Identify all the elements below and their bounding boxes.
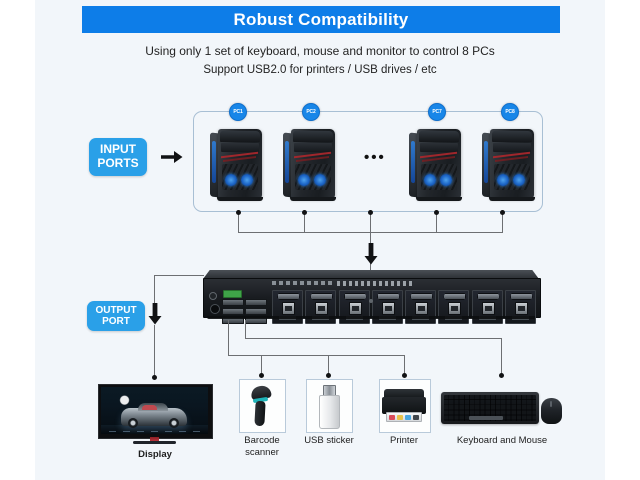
arrow-down-to-kvm-icon [364,243,378,265]
output-port-label: OUTPUT PORT [87,301,145,331]
pc-drop-node-5 [500,210,505,215]
keyboard-icon [441,392,539,424]
usb-sticker-device [319,385,340,429]
printer-label: Printer [390,435,418,446]
usb-b-port-icon [481,302,495,315]
kvm-silkscreen-label [337,281,415,286]
display-label: Display [138,449,172,460]
pc-badge-1: PC1 [229,103,247,121]
pc-drop-line-5 [502,212,503,232]
output-port-line-2: PORT [102,316,130,327]
header-banner: Robust Compatibility [82,6,560,33]
printer-drop-line [404,355,405,375]
usb-line-b-horiz [245,338,501,339]
arrow-down-to-display-icon [148,303,162,325]
printer-node [402,373,407,378]
hdmi-port-icon [310,293,334,300]
monitor-line-bottom [154,325,155,377]
hdmi-port-icon [443,293,467,300]
arrow-right-icon [161,150,183,164]
hdmi-port-icon [410,293,434,300]
usb-b-port-icon [381,302,395,315]
page-title: Robust Compatibility [233,10,409,29]
pc-badge-7: PC7 [428,103,446,121]
usb-sticker-node [326,373,331,378]
pc-tower-2 [283,127,337,201]
barcode-scanner-node [259,373,264,378]
usb-bus-line [228,355,405,356]
printer-device [382,389,426,423]
subtitle-line-2: Support USB2.0 for printers / USB drives… [203,64,437,76]
kvm-terminal-block [223,290,242,298]
input-ports-label: INPUT PORTS [89,138,147,176]
output-port-line-1: OUTPUT [95,304,137,316]
hdmi-port-icon [343,293,367,300]
kvm-left-panel [209,290,267,324]
pc-drop-line-4 [436,212,437,232]
input-ports-line-1: INPUT [100,142,136,157]
hdmi-port-icon [476,293,500,300]
usb-b-port-icon [348,302,362,315]
hdmi-port-icon [376,293,400,300]
usb-b-port-icon [315,302,329,315]
kvm-switch-device [203,270,541,324]
usb-sticker-label: USB sticker [304,435,354,446]
usb-line-b-vert [245,320,246,338]
hdmi-port-icon [277,293,300,300]
keyboard-mouse-drop-line [501,338,502,375]
barcode-scanner-device [250,384,272,427]
pc-drop-node-2 [302,210,307,215]
pc-drop-line-3 [370,212,371,232]
kvm-power-jack [210,304,220,314]
keyboard-and-mouse-device [441,392,563,424]
pc-drop-node-3 [368,210,373,215]
pc-tower-1 [210,127,264,201]
kvm-center-indicator [369,299,373,303]
pc-drop-line-2 [304,212,305,232]
subtitle-line-1: Using only 1 set of keyboard, mouse and … [145,44,495,58]
pc-badge-2: PC2 [302,103,320,121]
ellipsis-more-pcs: ••• [364,149,386,166]
keyboard-and-mouse-label: Keyboard and Mouse [456,435,548,446]
usb-line-a-vert [228,320,229,355]
usb-b-port-icon [448,302,462,315]
barcode-scanner-label-line-1: Barcode [244,435,280,446]
barcode-scanner-label-line-2: scanner [245,447,279,458]
monitor-branch-from-kvm [154,275,204,276]
monitor-node [152,375,157,380]
usb-b-port-icon [514,302,528,315]
pc-badge-8: PC8 [501,103,519,121]
mouse-icon [541,398,562,424]
barcode-scanner-drop-line [261,355,262,375]
usb-b-port-icon [282,302,295,315]
pc-drop-node-4 [434,210,439,215]
usb-sticker-drop-line [328,355,329,375]
input-ports-line-2: PORTS [97,156,139,170]
monitor-line-top [154,275,155,305]
pc-drop-line-1 [238,212,239,232]
pc-tower-7 [409,127,463,201]
kvm-led-strip [272,281,334,285]
kvm-select-knob-icon [209,292,217,300]
keyboard-mouse-node [499,373,504,378]
monitor-screen-content [101,387,208,434]
kvm-usb-port-grid [222,299,267,324]
pc-drop-node-1 [236,210,241,215]
display-monitor [98,384,213,446]
usb-b-port-icon [415,302,429,315]
hdmi-port-icon [509,293,533,300]
pc-tower-8 [482,127,536,201]
